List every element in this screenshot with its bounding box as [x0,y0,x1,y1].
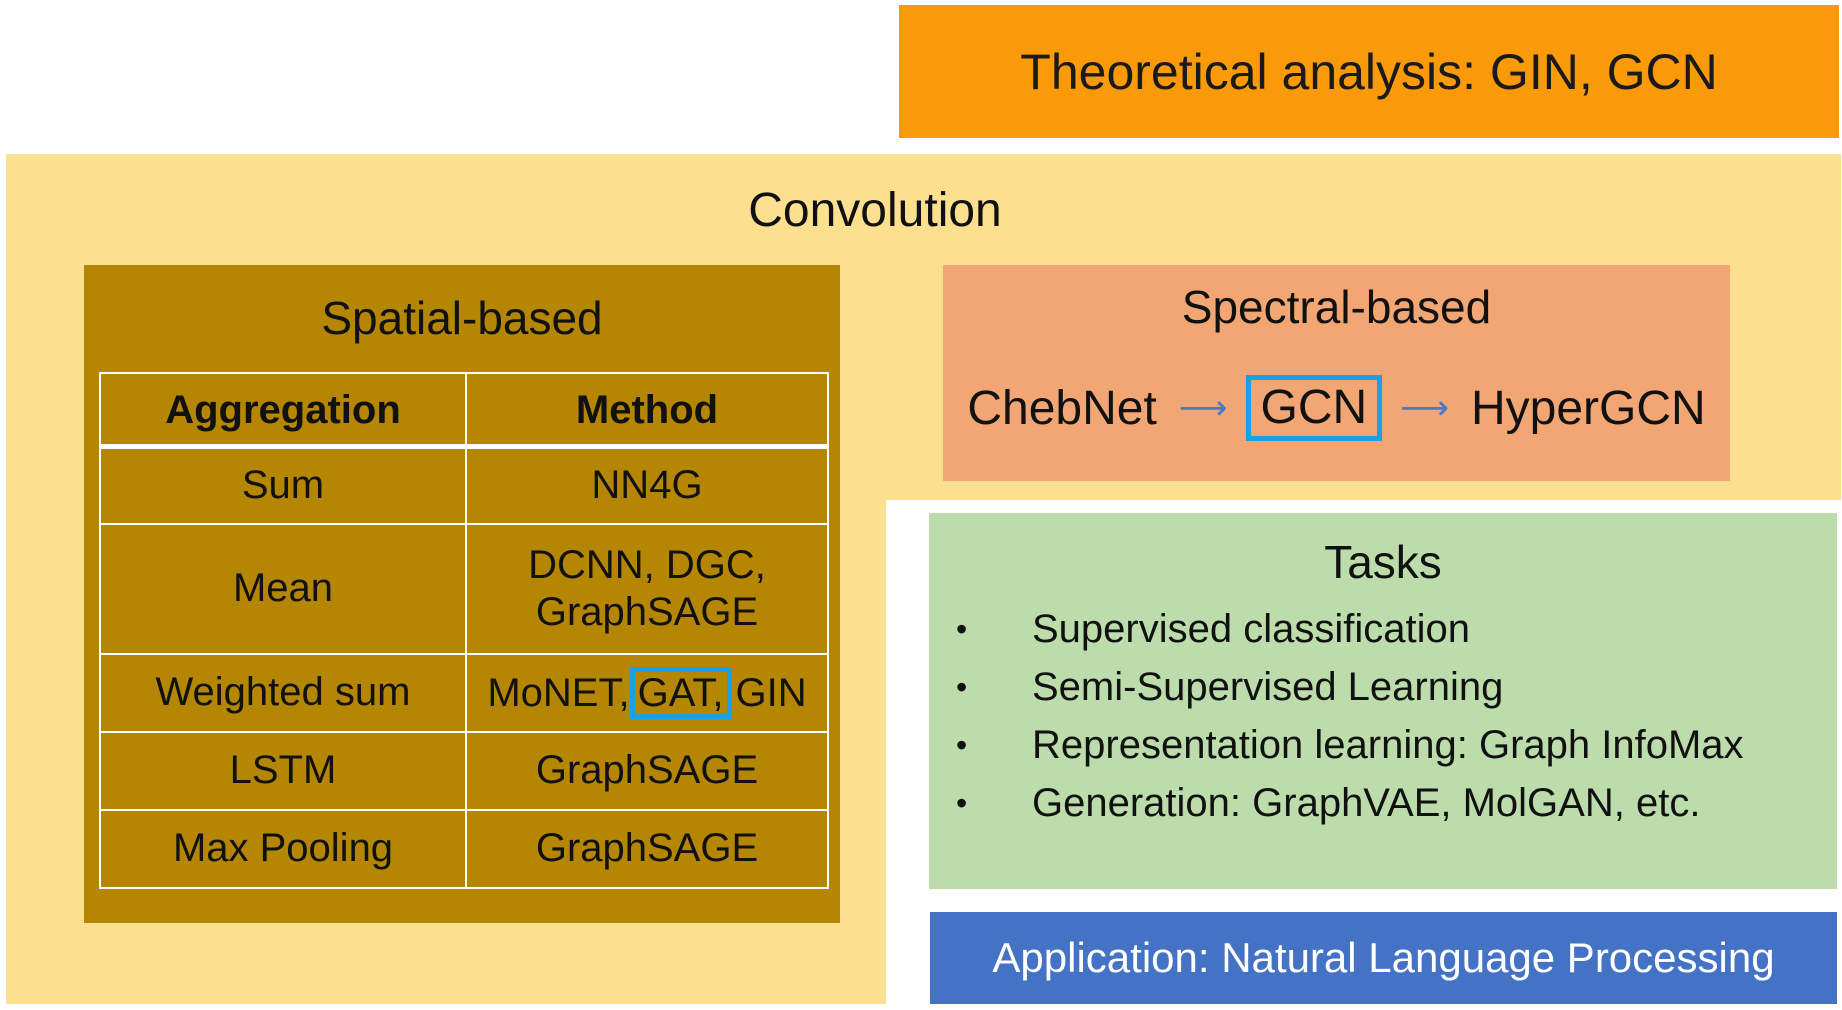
task-label: Representation learning: Graph InfoMax [1032,722,1744,767]
gat-highlight-box: GAT, [629,667,732,719]
method-text: MoNET, [487,671,630,715]
tasks-panel [929,513,1837,889]
list-item: • Generation: GraphVAE, MolGAN, etc. [956,774,1836,832]
aggregation-cell: LSTM [99,731,467,811]
method-cell: NN4G [465,447,829,525]
right-arrow-icon: ⟶ [1400,389,1449,427]
bullet-icon: • [956,726,968,763]
spectral-based-panel [943,265,1730,481]
chain-item-gcn: GCN [1245,374,1383,442]
method-text-highlighted: GAT, [637,671,724,715]
table-row: Sum NN4G [99,447,829,525]
table-row: Max Pooling GraphSAGE [99,809,829,889]
bullet-icon: • [956,610,968,647]
aggregation-cell: Max Pooling [99,809,467,889]
table-row: Mean DCNN, DGC, GraphSAGE [99,523,829,655]
task-label: Semi-Supervised Learning [1032,664,1504,709]
aggregation-cell: Mean [99,523,467,655]
method-cell: MoNET,GAT,GIN [465,653,829,733]
table-header-divider [99,444,827,449]
method-cell: DCNN, DGC, GraphSAGE [465,523,829,655]
aggregation-cell: Weighted sum [99,653,467,733]
tasks-title: Tasks [1324,536,1442,588]
bullet-icon: • [956,784,968,821]
aggregation-cell: Sum [99,447,467,525]
spectral-based-title: Spectral-based [1181,281,1492,333]
right-arrow-icon: ⟶ [1178,389,1228,427]
spectral-chain: ChebNet ⟶ GCN ⟶ HyperGCN [943,368,1730,448]
column-header-aggregation: Aggregation [99,372,467,449]
application-banner: Application: Natural Language Processing [930,912,1837,1004]
bullet-icon: • [956,668,968,705]
task-label: Generation: GraphVAE, MolGAN, etc. [1032,780,1701,825]
column-header-method: Method [465,372,829,449]
chain-item-hypergcn: HyperGCN [1470,381,1706,435]
application-label: Application: Natural Language Processing [992,934,1775,981]
table-row: Weighted sum MoNET,GAT,GIN [99,653,829,733]
list-item: • Representation learning: Graph InfoMax [956,716,1836,774]
list-item: • Semi-Supervised Learning [956,658,1836,716]
theoretical-analysis-label: Theoretical analysis: GIN, GCN [1020,43,1718,100]
theoretical-analysis-banner: Theoretical analysis: GIN, GCN [899,5,1839,138]
table-row: LSTM GraphSAGE [99,731,829,811]
convolution-title: Convolution [748,183,1002,237]
aggregation-table: Aggregation Method Sum NN4G Mean DCNN, D… [99,372,829,889]
chain-item-chebnet: ChebNet [967,381,1157,435]
tasks-list: • Supervised classification • Semi-Supervi… [956,600,1836,832]
task-label: Supervised classification [1032,606,1470,651]
list-item: • Supervised classification [956,600,1836,658]
table-header-row: Aggregation Method [99,372,829,449]
method-cell: GraphSAGE [465,731,829,811]
spatial-based-title: Spatial-based [321,292,603,344]
method-text: GIN [735,671,807,715]
method-cell: GraphSAGE [465,809,829,889]
